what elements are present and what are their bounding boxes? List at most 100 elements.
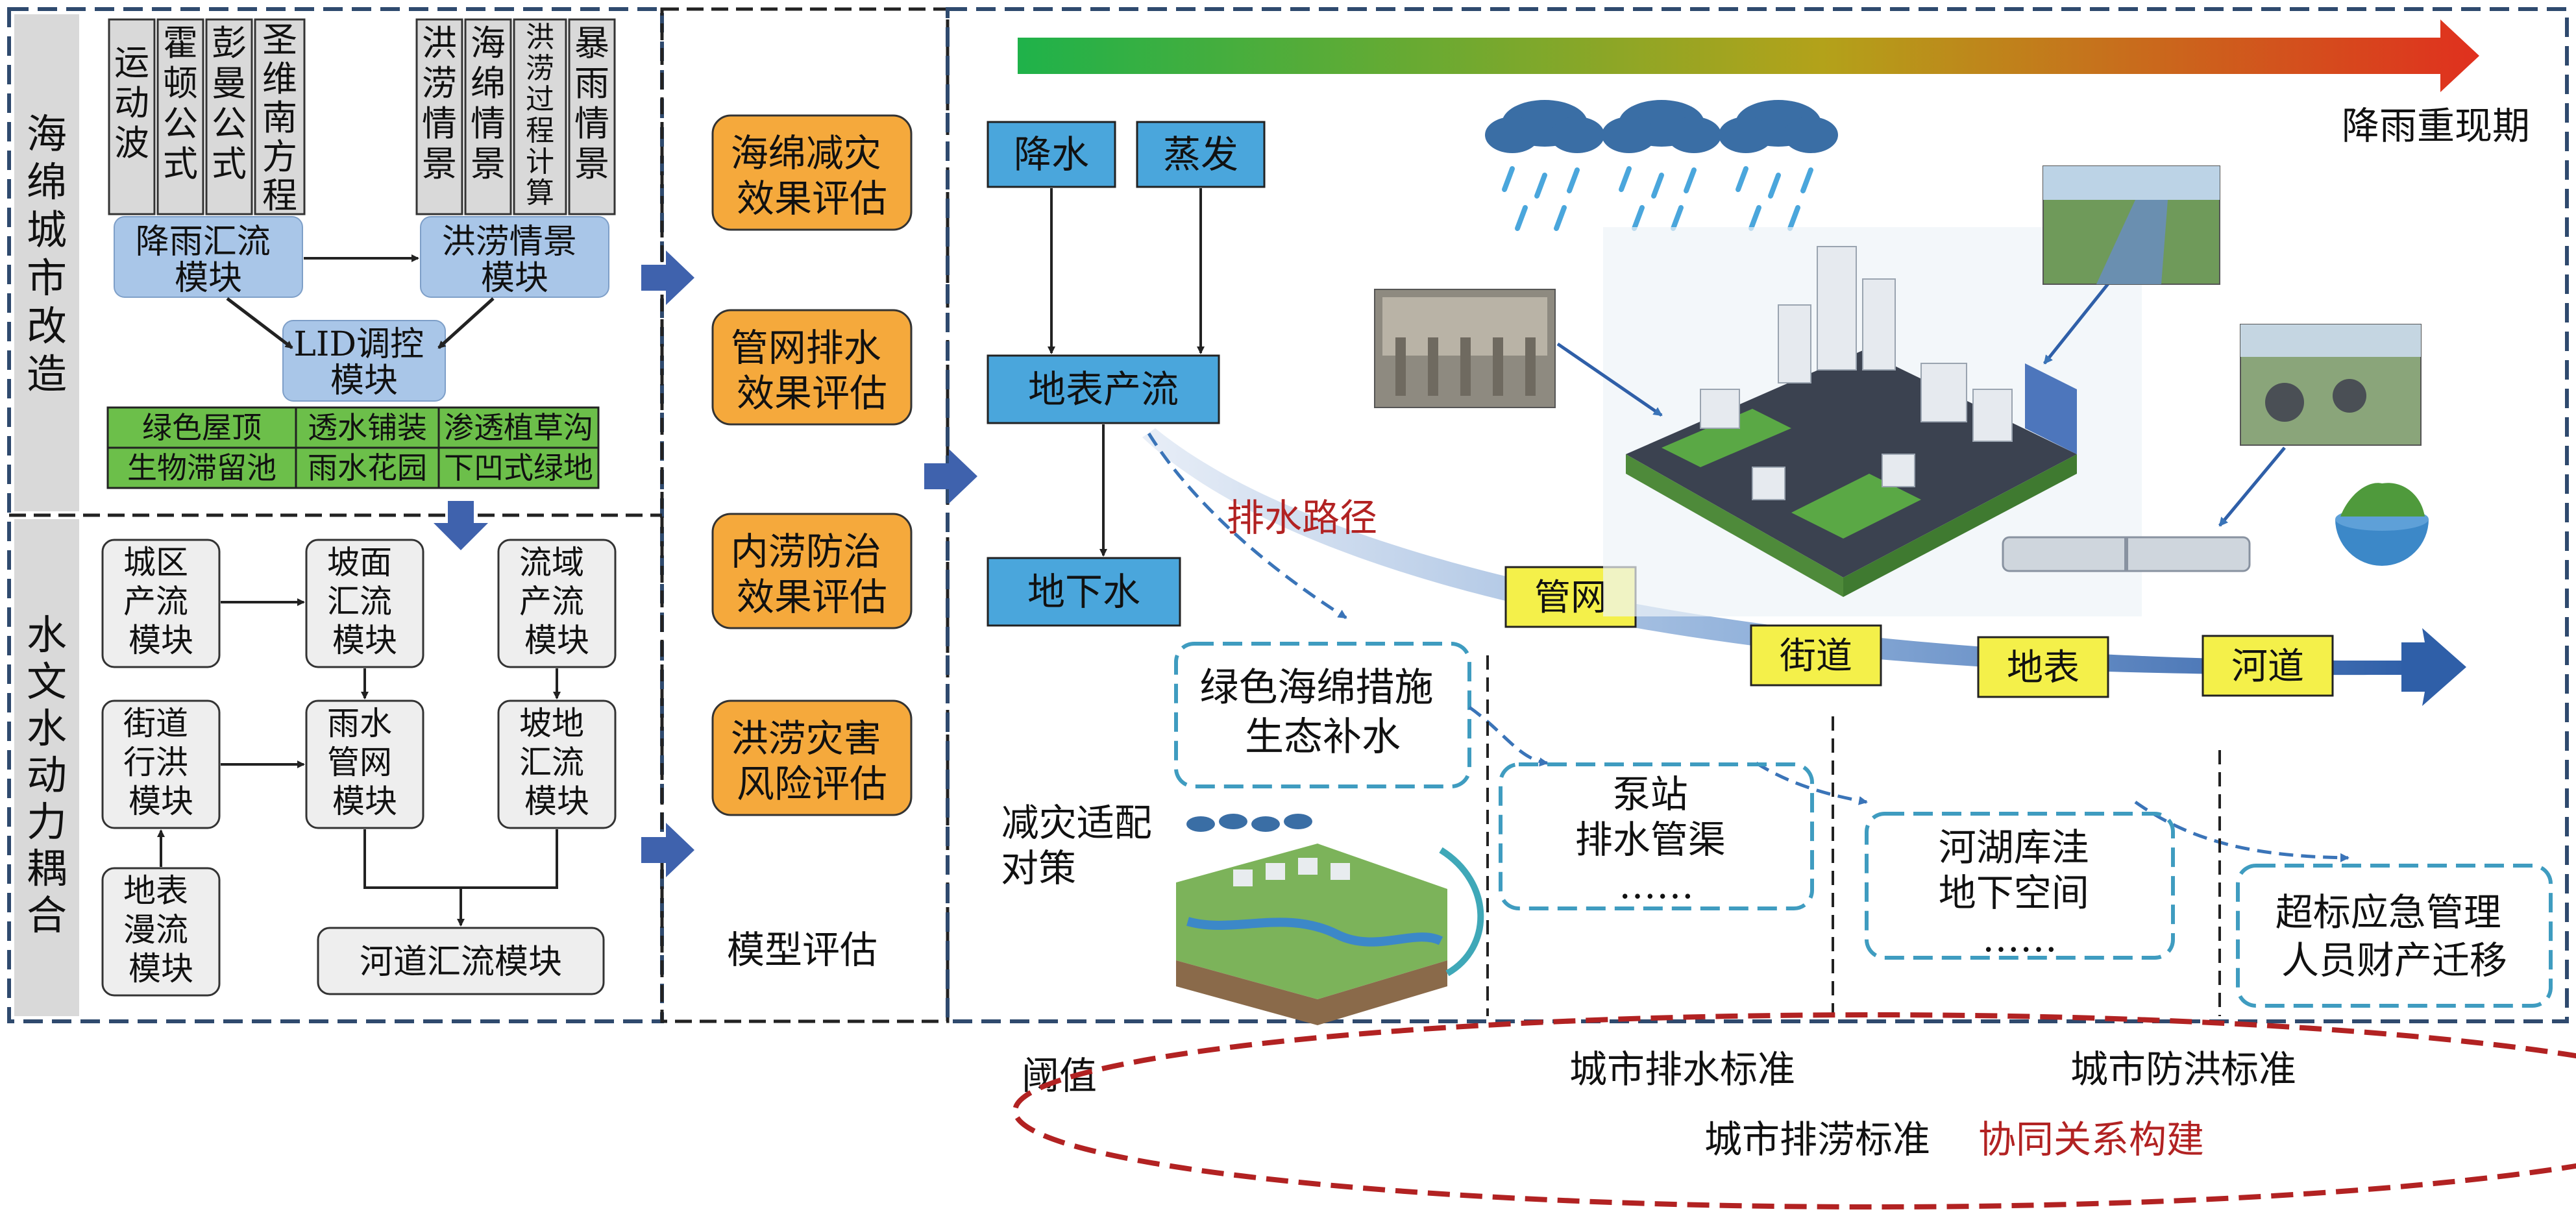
- scenario-text-3: 暴雨情景: [574, 23, 609, 184]
- green-measures-box: [1174, 642, 1471, 788]
- formula-text-0: 运动波: [114, 42, 149, 164]
- eval-sponge-text: 海绵减灾 效果评估: [731, 131, 893, 221]
- mitigation-text: 减灾适配 对策: [1001, 801, 1164, 890]
- groundwater-box: [987, 557, 1181, 627]
- lid-sunken-green: 下凹式绿地: [444, 450, 593, 485]
- label-street-box: [1750, 624, 1882, 687]
- slope-land-box: [497, 699, 617, 829]
- lid-module-line1: LID调控: [293, 325, 424, 364]
- connector-network-slopeland: [363, 829, 558, 889]
- flood-module-box: [420, 216, 609, 298]
- street-flood-box: [101, 699, 221, 829]
- slope-confluence-box: [305, 539, 424, 668]
- left-frame: [7, 7, 664, 1023]
- lid-cell: [437, 406, 600, 449]
- formula-text-2: 彭曼公式: [212, 23, 247, 184]
- lid-module-box: [282, 320, 446, 402]
- formula-box: [254, 18, 306, 215]
- formula-box: [205, 18, 253, 215]
- arrow-right-1: [641, 250, 694, 305]
- pipe-icon: [2002, 536, 2251, 572]
- rainfall-module-box: [114, 216, 303, 298]
- scenario-box: [513, 18, 567, 215]
- scenario-text-2: 洪涝过程计算: [526, 21, 554, 210]
- arrow-flood-to-lid: [437, 297, 495, 349]
- arrow-right-3: [924, 449, 977, 504]
- lid-grass-swale: 渗透植草沟: [444, 410, 593, 445]
- urban-runoff-box: [101, 539, 221, 668]
- scenario-text-1: 海绵情景: [471, 23, 506, 184]
- flow-ribbon-head: [2401, 628, 2466, 706]
- lid-cell: [106, 406, 297, 449]
- flood-control-standard: 城市防洪标准: [2070, 1047, 2296, 1091]
- eval-risk-text: 洪涝灾害 风险评估: [731, 716, 893, 806]
- scenario-text-0: 洪涝情景: [422, 23, 457, 184]
- hydro-modules: 城区 产流 模块 坡面 汇流 模块 流域 产流 模块 街道 行洪 模块 雨水 管…: [101, 539, 617, 997]
- arrow-rain-to-lid: [226, 297, 293, 349]
- lid-rain-garden: 雨水花园: [308, 450, 427, 485]
- formula-box: [108, 18, 156, 215]
- eval-pipe-box: [711, 309, 913, 426]
- scenario-box: [464, 18, 512, 215]
- basin-runoff-box: [497, 539, 617, 668]
- formula-boxes: 运动波 霍顿公式 彭曼公式 圣维南方程: [108, 18, 306, 216]
- emergency-text: 超标应急管理 人员财产迁移: [2275, 890, 2513, 982]
- river-confluence-box: [317, 927, 605, 995]
- coordination-label: 协同关系构建: [1978, 1117, 2204, 1161]
- slope-confluence-text: 坡面 汇流 模块: [327, 544, 402, 659]
- label-pipe: 管网: [1534, 577, 1607, 619]
- rainfall-module-line2: 模块: [175, 259, 242, 298]
- basin-runoff-text: 流域 产流 模块: [519, 544, 595, 659]
- side-label-1: 海绵城市改造: [27, 110, 67, 398]
- side-label-2: 水文水动力耦合: [27, 611, 67, 939]
- surface-runoff-box: [987, 354, 1220, 424]
- rain-clouds-icon: [1485, 100, 1838, 231]
- label-river-box: [2202, 635, 2334, 697]
- column-separators: [1486, 655, 2221, 1016]
- formula-text-1: 霍顿公式: [163, 23, 198, 184]
- pump-station-photo-icon: [2240, 324, 2422, 446]
- coordination-ellipse: [1012, 1012, 2576, 1210]
- rainfall-module-line1: 降雨汇流: [136, 223, 271, 261]
- pump-box: [1499, 762, 1814, 910]
- river-globe-icon: [2335, 483, 2429, 566]
- lid-measures-grid: 绿色屋顶 透水铺装 渗透植草沟 生物滞留池 雨水花园 下凹式绿地: [106, 406, 600, 489]
- drain-path-curve: [1147, 432, 1347, 620]
- culvert-photo-icon: [1374, 289, 1556, 408]
- right-frame: [946, 7, 2569, 1023]
- flood-module-text: 洪涝情景 模块: [442, 223, 588, 298]
- flood-model-illustration: [1176, 814, 1484, 1025]
- river-confluence-text: 河道汇流模块: [360, 943, 562, 982]
- flood-module-line1: 洪涝情景: [442, 223, 577, 261]
- surface-runoff-text: 地表产流: [1028, 367, 1179, 411]
- lid-module-line2: 模块: [330, 361, 398, 400]
- down-arrow-sections: [434, 501, 488, 550]
- scenario-boxes: 洪涝情景 海绵情景 洪涝过程计算 暴雨情景: [415, 18, 616, 215]
- slope-land-text: 坡地 汇流 模块: [519, 705, 595, 820]
- groundwater-text: 地下水: [1027, 570, 1140, 614]
- rain-network-box: [305, 699, 424, 829]
- eval-footer: 模型评估: [727, 928, 877, 972]
- waterlogging-standard: 城市排涝标准: [1704, 1117, 1930, 1161]
- rainfall-gradient-arrow: [1018, 19, 2479, 92]
- eval-waterlog-box: [711, 513, 913, 629]
- scenario-box: [568, 18, 616, 215]
- urban-runoff-text: 城区 产流 模块: [123, 544, 199, 659]
- evaluation-items: 海绵减灾 效果评估 管网排水 效果评估 内涝防治 效果评估 洪涝灾害 风险评估 …: [711, 114, 913, 972]
- hydro-flow-arrows: [1048, 188, 1205, 557]
- side-label-bg-1: [14, 14, 79, 511]
- formula-box: [156, 18, 204, 215]
- eval-pipe-text: 管网排水 效果评估: [731, 326, 893, 415]
- eval-sponge-box: [711, 114, 913, 231]
- response-arrows: [1468, 705, 2349, 862]
- drain-path-label: 排水路径: [1227, 496, 1377, 540]
- surface-overland-text: 地表 漫流 模块: [123, 872, 199, 988]
- lid-module-text: LID调控 模块: [293, 325, 434, 400]
- lid-bioretention: 生物滞留池: [127, 450, 276, 485]
- eval-risk-box: [711, 699, 913, 816]
- label-surface: 地表: [2007, 647, 2079, 689]
- formula-text-3: 圣维南方程: [262, 19, 297, 216]
- scenario-box: [415, 18, 463, 215]
- threshold-label: 阈值: [1022, 1054, 1097, 1098]
